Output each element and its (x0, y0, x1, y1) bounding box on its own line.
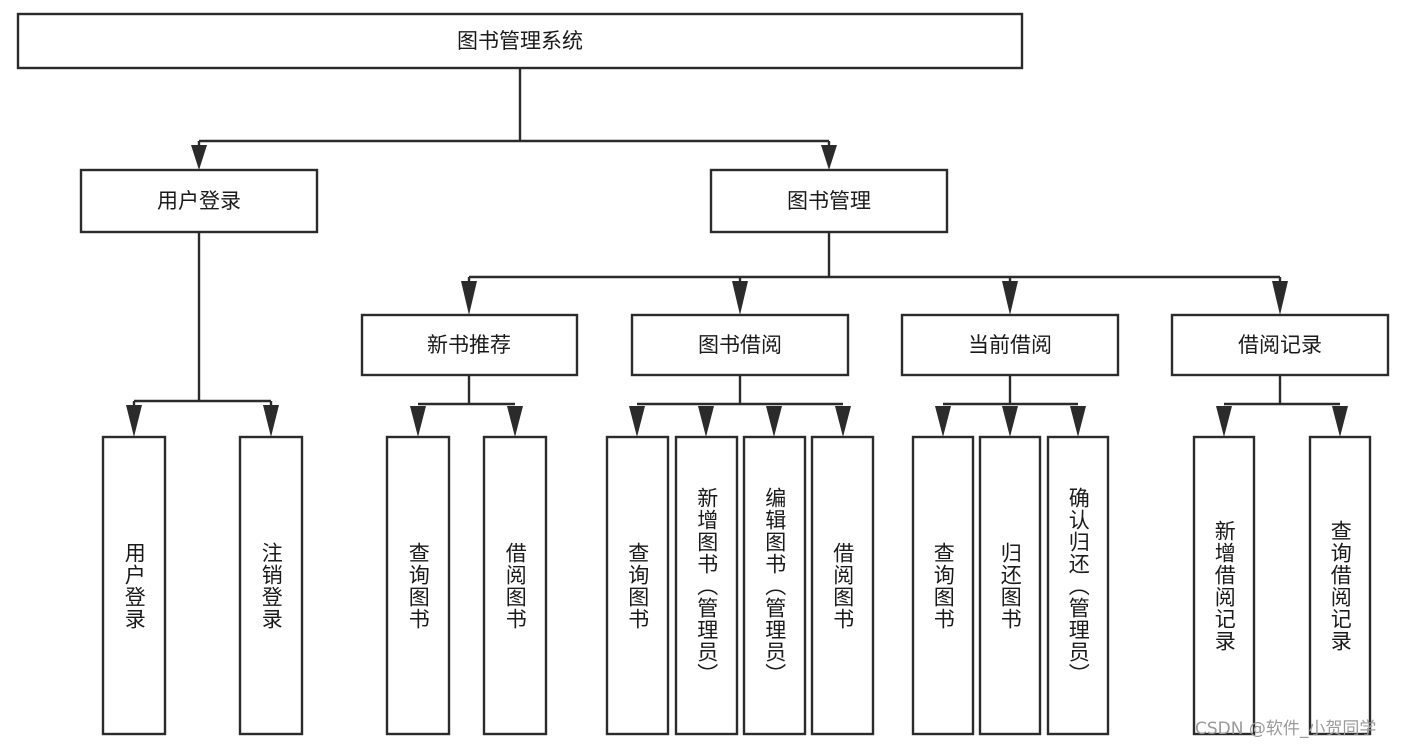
arrow-to-user-login (191, 145, 207, 170)
arrow-borrow-record-leaf-1 (1216, 406, 1232, 437)
leaf-box-user-login-1[interactable] (101, 435, 167, 736)
leaf-box-borrow-record-2[interactable] (1308, 435, 1372, 736)
leaf-box-new-book-2[interactable] (482, 435, 548, 736)
arrow-book-borrow-leaf-2 (698, 406, 714, 437)
connectors (126, 68, 1348, 437)
node-label-book-borrow: 图书借阅 (698, 333, 782, 357)
node-box-current-borrow[interactable] (900, 313, 1120, 377)
arrow-book-borrow-leaf-4 (835, 406, 851, 437)
arrow-current-borrow-leaf-2 (1002, 406, 1018, 437)
arrow-new-book-leaf-2 (507, 406, 523, 437)
node-box-book-borrow[interactable] (630, 313, 850, 377)
node-box-borrow-record[interactable] (1170, 313, 1390, 377)
leaf-box-borrow-record-1[interactable] (1192, 435, 1256, 736)
arrow-user-login-leaf-2 (263, 405, 279, 437)
leaf-box-user-login-2[interactable] (238, 435, 304, 736)
arrow-user-login-leaf-1 (126, 405, 142, 437)
arrow-borrow-record-leaf-2 (1332, 406, 1348, 437)
leaf-box-current-borrow-2[interactable] (978, 435, 1042, 736)
leaf-box-book-borrow-3[interactable] (742, 435, 807, 736)
arrow-to-new-book (461, 281, 477, 315)
arrow-to-borrow-record (1272, 281, 1288, 315)
arrow-new-book-leaf-1 (410, 406, 426, 437)
watermark-text: CSDN @软件_小贺同学 (1195, 719, 1377, 739)
arrow-current-borrow-leaf-3 (1070, 406, 1086, 437)
arrow-book-borrow-leaf-1 (629, 406, 645, 437)
node-label-user-login: 用户登录 (157, 189, 241, 213)
arrow-to-book-manage (821, 145, 837, 170)
leaf-box-book-borrow-1[interactable] (605, 435, 670, 736)
leaf-box-new-book-1[interactable] (385, 435, 451, 736)
node-box-new-book-recommend[interactable] (360, 313, 579, 377)
node-label-book-manage: 图书管理 (787, 189, 871, 213)
node-box-book-manage[interactable] (709, 168, 949, 234)
leaf-box-book-borrow-4[interactable] (810, 435, 875, 736)
leaf-box-current-borrow-1[interactable] (911, 435, 975, 736)
node-box-root-system[interactable] (16, 12, 1024, 70)
node-label-new-book-recommend: 新书推荐 (427, 333, 511, 357)
node-box-user-login[interactable] (79, 168, 319, 234)
arrow-book-borrow-leaf-3 (766, 406, 782, 437)
node-label-borrow-record: 借阅记录 (1238, 333, 1322, 357)
arrow-current-borrow-leaf-1 (935, 406, 951, 437)
leaf-box-book-borrow-2[interactable] (674, 435, 739, 736)
node-label-current-borrow: 当前借阅 (968, 333, 1052, 357)
leaf-box-current-borrow-3[interactable] (1046, 435, 1110, 736)
node-label-root-system: 图书管理系统 (457, 29, 583, 53)
arrow-to-current-borrow (1002, 281, 1018, 315)
arrow-to-book-borrow (732, 281, 748, 315)
